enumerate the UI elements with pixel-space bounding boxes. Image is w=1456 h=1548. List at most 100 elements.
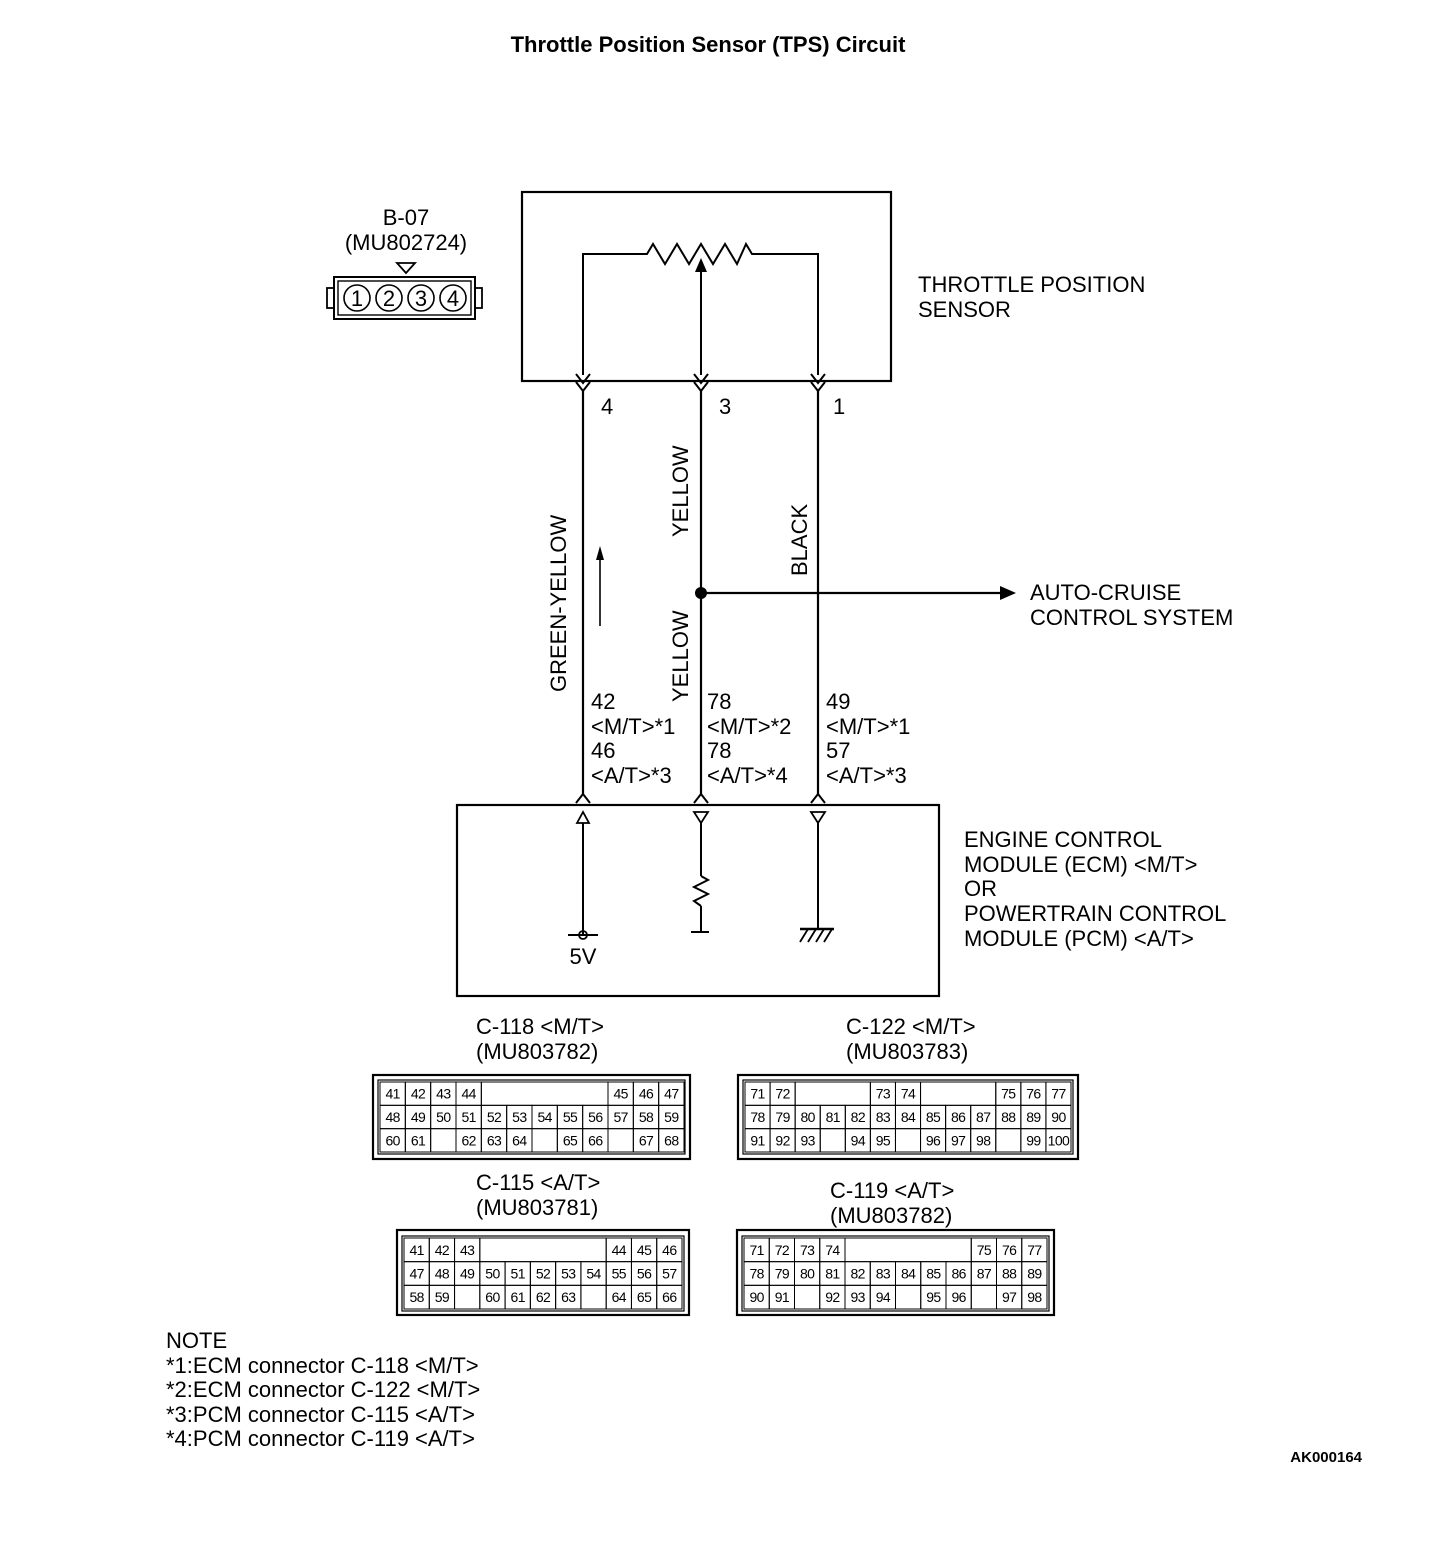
module-label-line4: POWERTRAIN CONTROL: [964, 901, 1226, 926]
ecm-pcm-module: 5V ENGINE CONTROL MODULE (ECM) <M/T> OR …: [455, 803, 1226, 998]
connector-pin-number: 80: [800, 1266, 815, 1282]
connector-pin-gap: [607, 1128, 634, 1153]
connector-pin-number: 41: [409, 1242, 424, 1258]
connector-pin-cell: [1045, 1128, 1072, 1153]
connector-pin-number: 76: [1002, 1242, 1017, 1258]
connector-pin-number: 44: [612, 1242, 627, 1258]
connector-pin-number: 97: [1002, 1289, 1017, 1305]
b07-pin-2: 2: [375, 284, 403, 312]
connector-pin-number: 99: [1026, 1132, 1041, 1148]
supply-voltage-label: 5V: [570, 944, 597, 969]
svg-text:42: 42: [591, 689, 615, 714]
connector-pin-number: 56: [637, 1266, 652, 1282]
connector-pin-number: 57: [662, 1266, 677, 1282]
connector-pin-number: 45: [613, 1086, 628, 1102]
connector-pin-number: 92: [775, 1132, 790, 1148]
right-arrow-icon: [1000, 586, 1016, 600]
connector-c115-part-number: (MU803781): [476, 1195, 598, 1220]
terminal-label-3: 3: [719, 394, 731, 419]
tps-label-line1: THROTTLE POSITION: [918, 272, 1145, 297]
connector-pin-number: 56: [588, 1109, 603, 1125]
module-input-terminal-icon: [575, 810, 591, 824]
connector-pin-number: 73: [876, 1086, 891, 1102]
module-input-terminal-icon: [809, 811, 827, 825]
module-box: [455, 803, 941, 998]
connector-pin-number: 65: [637, 1289, 652, 1305]
connector-pin-number: 85: [926, 1109, 941, 1125]
note-item: *4:PCM connector C-119 <A/T>: [166, 1426, 475, 1451]
svg-text:<M/T>*1: <M/T>*1: [591, 714, 675, 739]
connector-pin-number: 89: [1026, 1109, 1041, 1125]
connector-pin-number: 66: [588, 1132, 603, 1148]
auto-cruise-label-line2: CONTROL SYSTEM: [1030, 605, 1233, 630]
wire-color-black: BLACK: [787, 504, 812, 576]
auto-cruise-label-line1: AUTO-CRUISE: [1030, 580, 1181, 605]
connector-pin-number: 82: [850, 1266, 865, 1282]
svg-text:46: 46: [591, 738, 615, 763]
connector-pin-number: 87: [977, 1266, 992, 1282]
connector-pin-number: 95: [876, 1132, 891, 1148]
connector-pin-number: 72: [775, 1242, 790, 1258]
connector-pin-number: 84: [901, 1109, 916, 1125]
svg-text:<A/T>*3: <A/T>*3: [591, 763, 672, 788]
connector-pin-gap: [580, 1284, 607, 1310]
connector-pin-number: 47: [409, 1266, 424, 1282]
connector-pin-number: 43: [436, 1086, 451, 1102]
svg-text:<M/T>*2: <M/T>*2: [707, 714, 791, 739]
module-label-line3: OR: [964, 876, 997, 901]
connector-pin-number: 51: [461, 1109, 476, 1125]
connector-pin-gap: [531, 1128, 558, 1153]
connector-pin-number: 75: [977, 1242, 992, 1258]
connector-pin-cell: [656, 1284, 683, 1310]
connector-pin-number: 98: [976, 1132, 991, 1148]
svg-text:4: 4: [447, 286, 459, 311]
module-label-line5: MODULE (PCM) <A/T>: [964, 926, 1194, 951]
connector-pin-number: 58: [409, 1289, 424, 1305]
connector-pin-number: 86: [951, 1109, 966, 1125]
connector-pin-number: 43: [460, 1242, 475, 1258]
connector-pin-gap: [920, 1081, 997, 1106]
connector-pin-number: 61: [411, 1132, 426, 1148]
connector-pin-number: 67: [639, 1132, 654, 1148]
connector-pin-number: 81: [826, 1109, 841, 1125]
tps-label-line2: SENSOR: [918, 297, 1011, 322]
connector-pin-number: 91: [750, 1132, 765, 1148]
connector-pin-number: 83: [876, 1109, 891, 1125]
b07-connector: B-07 (MU802724) 1 2 3 4: [326, 205, 483, 320]
connector-pin-number: 74: [825, 1242, 840, 1258]
connector-pin-number: 46: [639, 1086, 654, 1102]
connector-pin-number: 80: [801, 1109, 816, 1125]
connector-pin-gap: [995, 1128, 1022, 1153]
connector-pin-number: 77: [1027, 1242, 1042, 1258]
connector-pin-number: 94: [851, 1132, 866, 1148]
connector-pin-number: 85: [926, 1266, 941, 1282]
module-pin-labels-left: 42 <M/T>*1 46 <A/T>*3: [591, 689, 675, 788]
connector-pin-number: 59: [664, 1109, 679, 1125]
connector-pin-number: 84: [901, 1266, 916, 1282]
connector-pin-number: 45: [637, 1242, 652, 1258]
connector-pin-number: 83: [876, 1266, 891, 1282]
connector-pin-gap: [844, 1237, 972, 1263]
connector-pin-number: 46: [662, 1242, 677, 1258]
tps-box: [520, 190, 893, 383]
connector-pin-gap: [794, 1284, 821, 1310]
connector-pin-number: 97: [951, 1132, 966, 1148]
connector-pin-number: 42: [435, 1242, 450, 1258]
connector-pin-number: 54: [586, 1266, 601, 1282]
connector-pin-number: 79: [775, 1109, 790, 1125]
connector-pin-number: 57: [613, 1109, 628, 1125]
throttle-position-sensor: THROTTLE POSITION SENSOR: [520, 190, 1145, 393]
module-pin-labels-right: 49 <M/T>*1 57 <A/T>*3: [826, 689, 910, 788]
wire-color-green-yellow: GREEN-YELLOW: [546, 515, 571, 692]
connector-pin-number: 96: [951, 1289, 966, 1305]
note-item: *2:ECM connector C-122 <M/T>: [166, 1377, 480, 1402]
module-pin-labels-middle: 78 <M/T>*2 78 <A/T>*4: [707, 689, 791, 788]
module-label-line2: MODULE (ECM) <M/T>: [964, 852, 1197, 877]
module-label-line1: ENGINE CONTROL: [964, 827, 1162, 852]
connector-pin-number: 62: [536, 1289, 551, 1305]
connector-pin-number: 86: [951, 1266, 966, 1282]
